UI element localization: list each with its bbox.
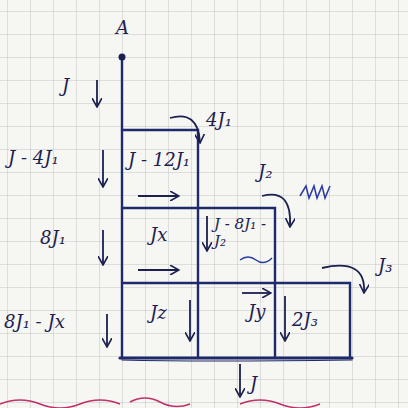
- current-label: J - 8J₁ - J₂: [214, 216, 272, 249]
- current-label: J: [250, 374, 257, 394]
- current-label: J - 12J₁: [128, 150, 190, 170]
- wire-network: [120, 57, 352, 361]
- cropped-handwriting: [0, 398, 320, 408]
- current-label: J₂: [258, 162, 272, 182]
- current-label: Jz: [150, 303, 167, 323]
- current-label: J - 4J₁: [8, 148, 59, 168]
- current-label: Jx: [150, 225, 167, 245]
- current-label: J₃: [378, 256, 392, 276]
- current-arrows: [97, 80, 364, 396]
- current-label: A: [116, 18, 129, 38]
- current-label: Jy: [248, 302, 265, 322]
- current-label: 4J₁: [206, 110, 232, 130]
- current-label: 2J₃: [292, 310, 318, 330]
- current-label: 8J₁ - Jx: [4, 312, 65, 332]
- node-dot: [119, 54, 126, 61]
- current-label: J: [62, 76, 69, 96]
- current-label: 8J₁: [40, 228, 66, 248]
